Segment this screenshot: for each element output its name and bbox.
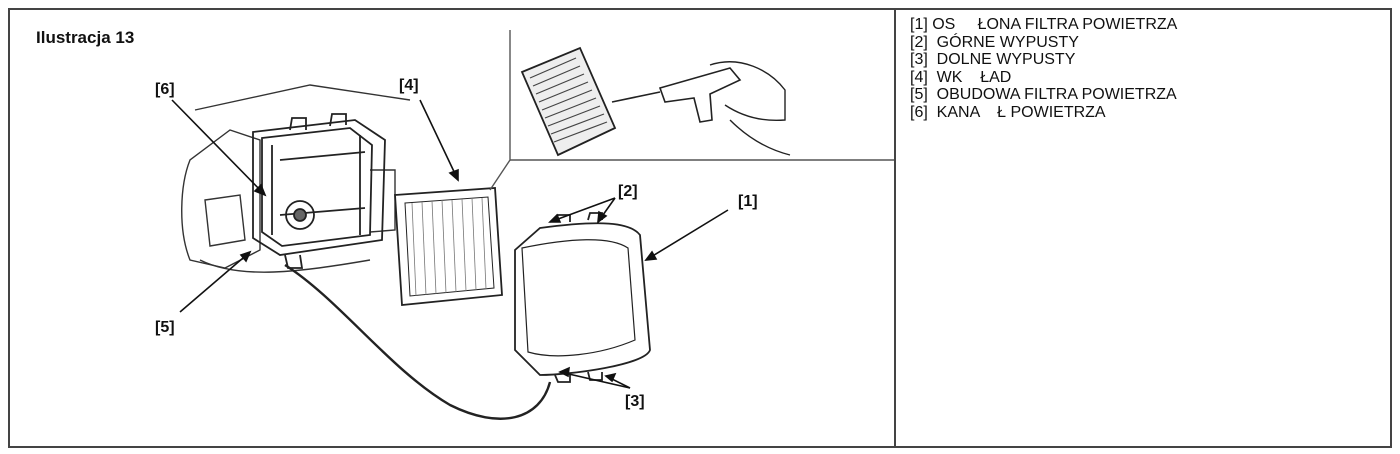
legend-item: [1] OS ŁONA FILTRA POWIETRZA: [910, 16, 1177, 34]
legend-item: [6] KANA Ł POWIETRZA: [910, 104, 1177, 122]
leader-lines: [172, 100, 728, 388]
air-filter-illustration: [1] [2] [3] [4] [5] [6]: [10, 10, 896, 446]
callout-5: [5]: [155, 319, 175, 336]
callout-1: [1]: [738, 193, 758, 210]
legend-item: [2] GÓRNE WYPUSTY: [910, 34, 1177, 52]
air-filter-housing-drawing: [253, 114, 385, 268]
inset-cleaning-drawing: [490, 30, 896, 190]
connector-line-drawing: [285, 265, 550, 419]
parts-legend: [1] OS ŁONA FILTRA POWIETRZA [2] GÓRNE W…: [910, 16, 1177, 122]
callout-6: [6]: [155, 81, 175, 98]
legend-cell: [1] OS ŁONA FILTRA POWIETRZA [2] GÓRNE W…: [896, 10, 1390, 446]
callout-3: [3]: [625, 393, 645, 410]
illustration-cell: Ilustracja 13: [10, 10, 896, 446]
legend-item: [5] OBUDOWA FILTRA POWIETRZA: [910, 86, 1177, 104]
filter-element-drawing: [395, 188, 502, 305]
filter-cover-drawing: [515, 213, 650, 382]
figure-table: Ilustracja 13: [8, 8, 1392, 448]
legend-item: [4] WK ŁAD: [910, 69, 1177, 87]
legend-item: [3] DOLNE WYPUSTY: [910, 51, 1177, 69]
callout-2: [2]: [618, 183, 638, 200]
callout-4: [4]: [399, 77, 419, 94]
